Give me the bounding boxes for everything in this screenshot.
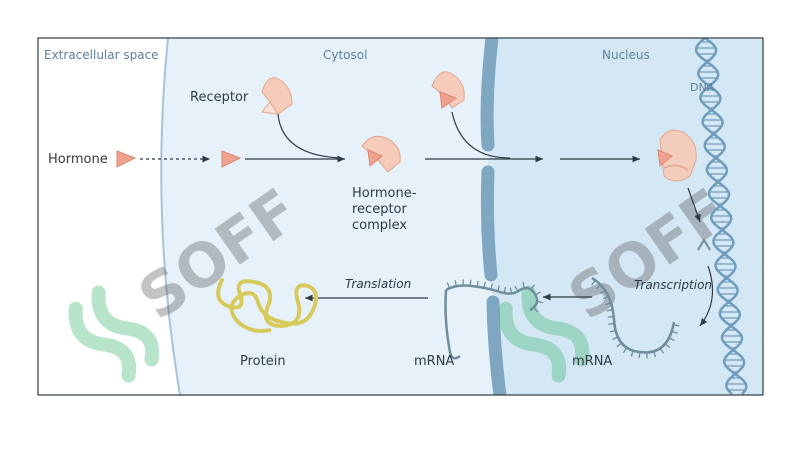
dna-label: DNA [690, 81, 715, 94]
translation-label: Translation [345, 277, 411, 291]
mrna-cytosol-label: mRNA [414, 354, 454, 369]
mrna-base [477, 281, 478, 287]
transcription-label: Transcription [634, 278, 712, 292]
region-label-extracellular: Extracellular space [44, 48, 159, 62]
region-label-cytosol: Cytosol [323, 48, 367, 62]
complex-label-line3: complex [352, 218, 407, 233]
complex-label-line2: receptor [352, 202, 408, 217]
region-label-nucleus: Nucleus [602, 48, 650, 62]
nuclear-envelope-middle [487, 172, 491, 275]
receptor-label: Receptor [190, 90, 249, 105]
mrna-base [470, 280, 471, 286]
mrna-base [511, 288, 512, 294]
nuclear-envelope-upper [487, 38, 492, 145]
mrna-base [639, 352, 640, 358]
mrna-base [608, 317, 614, 318]
hormone-label: Hormone [48, 152, 108, 167]
protein-label: Protein [240, 354, 286, 369]
mrna-base [608, 324, 614, 325]
complex-label-line1: Hormone- [352, 186, 417, 201]
dna-bound-complex-icon [658, 130, 696, 181]
mrna-nucleus-label: mRNA [572, 354, 612, 369]
